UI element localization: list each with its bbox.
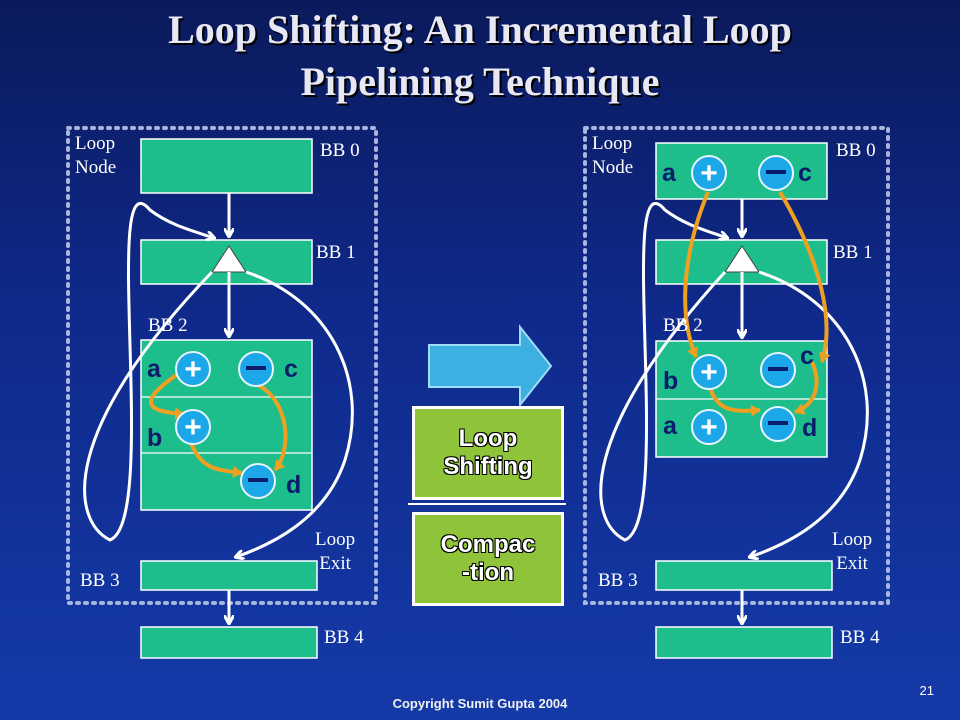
- right-bb2-label: BB 2: [663, 315, 703, 336]
- left-loop-exit-line1: Loop: [315, 529, 356, 550]
- left-loop-node-label: Loop Node: [75, 132, 116, 180]
- transform-arrow: [428, 324, 553, 408]
- right-add-op-1: [691, 354, 727, 390]
- left-exit-edge: [236, 270, 354, 557]
- right-plus-glyph-1: +: [700, 356, 718, 389]
- left-add-op-2: [175, 409, 211, 445]
- right-op-c-label: c: [800, 342, 814, 370]
- left-minus-glyph-1: [246, 366, 266, 370]
- right-dep-c-c: [778, 190, 831, 363]
- left-bb0-block: [140, 138, 313, 194]
- left-add-op-1: [175, 351, 211, 387]
- right-add-op-2: [691, 409, 727, 445]
- left-bb4-label: BB 4: [324, 627, 364, 648]
- title-line-1: Loop Shifting: An Incremental Loop: [168, 7, 792, 52]
- right-loop-node-label: Loop Node: [592, 132, 633, 180]
- right-dep-c-d: [794, 361, 819, 415]
- left-op-a-label: a: [147, 355, 161, 383]
- left-bb0-label: BB 0: [320, 140, 360, 161]
- right-loop-boundary: [583, 126, 890, 605]
- right-bb3-label: BB 3: [598, 570, 638, 591]
- left-op-b-label: b: [147, 424, 163, 452]
- right-op-b-label: b: [663, 367, 679, 395]
- right-minus-glyph-1: [768, 367, 788, 371]
- left-dep-c-d: [255, 382, 288, 472]
- left-loop-exit-line2: Exit: [319, 553, 351, 574]
- right-bb0-block: [655, 142, 828, 200]
- left-op-d-label: d: [286, 471, 302, 499]
- page-number: 21: [919, 683, 934, 698]
- left-bb3-block: [140, 560, 318, 591]
- right-diagram: + + +: [583, 126, 890, 659]
- right-dep-b-d: [708, 387, 761, 417]
- compaction-button[interactable]: Compac -tion: [412, 512, 564, 606]
- right-op-d-label: d: [802, 414, 818, 442]
- right-loop-exit-line2: Exit: [836, 553, 868, 574]
- right-loop-exit-line1: Loop: [832, 529, 873, 550]
- right-loop-node-line2: Node: [592, 157, 634, 178]
- left-loop-node-line2: Node: [75, 157, 117, 178]
- compaction-line1: Compac: [440, 531, 536, 558]
- left-back-edge: [83, 202, 214, 542]
- left-diagram: + +: [66, 126, 378, 659]
- right-add-op-top: [691, 155, 727, 191]
- left-plus-glyph-1: +: [184, 353, 202, 386]
- left-loop-exit-label: Loop Exit: [315, 528, 355, 576]
- right-plus-glyph-2: +: [700, 411, 718, 444]
- right-dep-a-b: [683, 191, 710, 358]
- right-op-a-top-label: a: [662, 159, 676, 187]
- left-loop-boundary: [66, 126, 378, 605]
- right-bb4-block: [655, 626, 833, 659]
- right-op-a-label: a: [663, 412, 677, 440]
- right-bb3-block: [655, 560, 833, 591]
- compaction-line2: -tion: [462, 559, 514, 586]
- right-bb0-label: BB 0: [836, 140, 876, 161]
- right-bb4-label: BB 4: [840, 627, 880, 648]
- left-bb3-label: BB 3: [80, 570, 120, 591]
- slide-title: Loop Shifting: An Incremental Loop Pipel…: [0, 4, 960, 108]
- left-bb1-label: BB 1: [316, 242, 356, 263]
- right-op-c-top-label: c: [798, 159, 812, 187]
- right-exit-edge: [750, 270, 869, 557]
- right-minus-glyph-2: [768, 421, 788, 425]
- left-bb2-label: BB 2: [148, 315, 188, 336]
- right-bb1-label: BB 1: [833, 242, 873, 263]
- left-dep-b-d: [188, 439, 243, 478]
- loop-shifting-line1: Loop: [458, 425, 518, 452]
- copyright-footer: Copyright Sumit Gupta 2004: [392, 696, 568, 711]
- left-plus-glyph-2: +: [184, 411, 202, 444]
- left-dep-a-b: [149, 372, 185, 420]
- title-line-2: Pipelining Technique: [300, 59, 660, 104]
- right-back-edge: [599, 202, 727, 542]
- left-op-c-label: c: [284, 355, 298, 383]
- left-bb4-block: [140, 626, 318, 659]
- left-minus-glyph-2: [248, 478, 268, 482]
- right-minus-glyph-top: [766, 170, 786, 174]
- loop-shifting-line2: Shifting: [443, 453, 533, 480]
- right-loop-node-line1: Loop: [592, 133, 633, 154]
- right-plus-glyph-top: +: [700, 157, 718, 190]
- left-loop-node-line1: Loop: [75, 133, 116, 154]
- right-loop-exit-label: Loop Exit: [832, 528, 872, 576]
- loop-shifting-button[interactable]: Loop Shifting: [412, 406, 564, 500]
